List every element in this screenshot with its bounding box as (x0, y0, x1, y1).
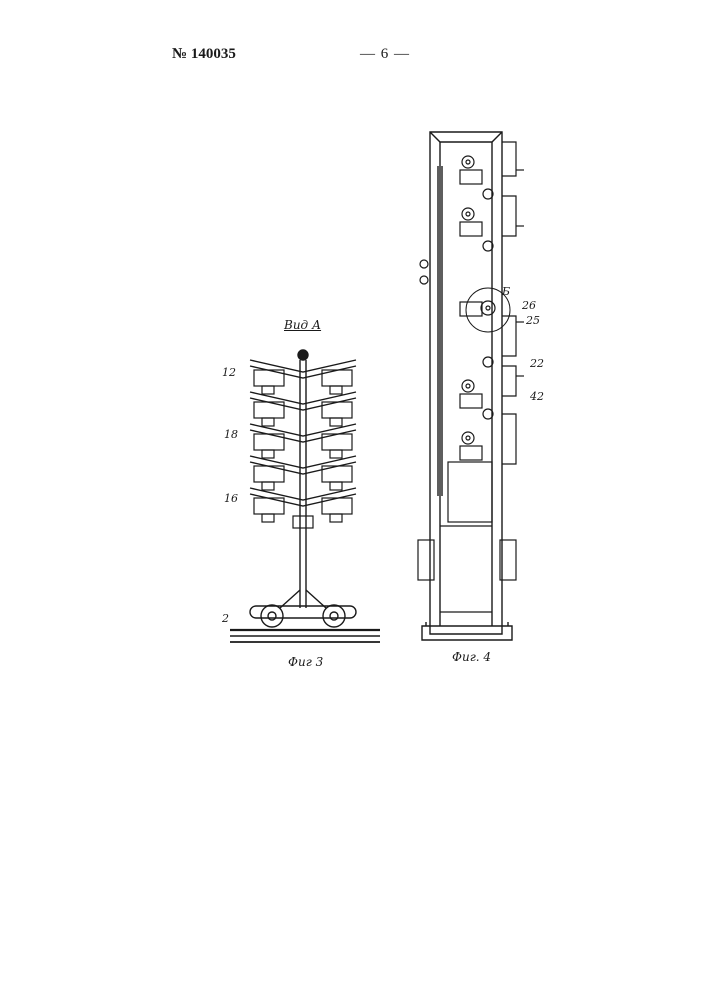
fig4-label-25: 25 (526, 314, 540, 327)
fig4-drawing (412, 126, 532, 646)
fig4-caption: Фиг. 4 (452, 650, 491, 664)
patent-number: № 140035 (172, 46, 236, 63)
fig3-label-12: 12 (222, 366, 236, 379)
fig4-label-42: 42 (530, 390, 544, 403)
fig3-label-2: 2 (222, 612, 229, 625)
fig3-view-title: Вид А (284, 318, 321, 332)
fig3-drawing (220, 340, 390, 650)
fig4-label-22: 22 (530, 357, 544, 370)
fig4-label-26: 26 (522, 299, 536, 312)
fig3-tiers (250, 360, 356, 506)
fig3-label-16: 16 (224, 492, 238, 505)
fig3-caption: Фиг 3 (288, 655, 323, 669)
fig3-label-18: 18 (224, 428, 238, 441)
page-number: — 6 — (360, 46, 410, 63)
fig4-label-b: Б (502, 285, 510, 298)
